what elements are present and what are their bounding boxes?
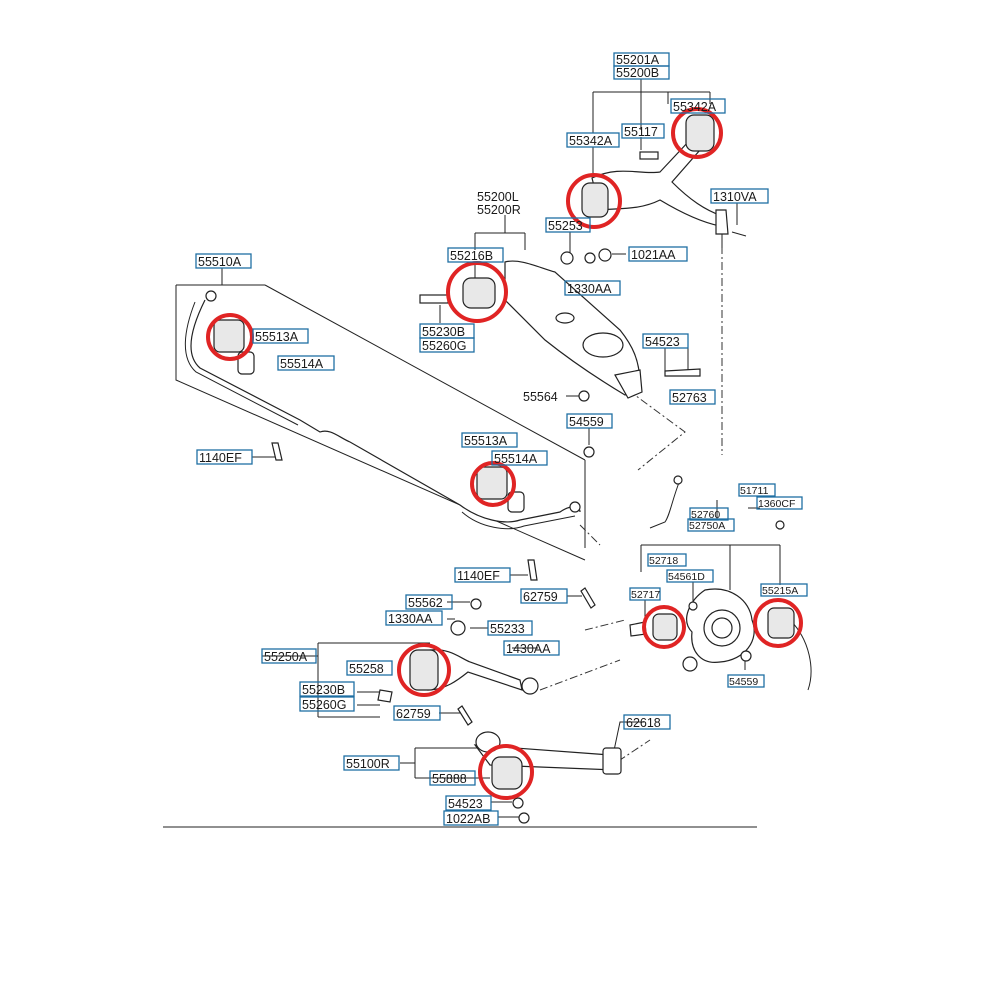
highlight-ring bbox=[671, 107, 723, 159]
part-label: 55260G bbox=[302, 698, 346, 712]
part-label: 55562 bbox=[408, 596, 443, 610]
highlight-ring bbox=[470, 461, 516, 507]
part-label: 55564 bbox=[523, 390, 558, 404]
part-label: 55253 bbox=[548, 219, 583, 233]
part-label: 52718 bbox=[649, 555, 678, 567]
part-label: 54561D bbox=[668, 571, 705, 583]
part-label: 55260G bbox=[422, 339, 466, 353]
highlight-ring bbox=[478, 744, 534, 800]
highlight-ring bbox=[446, 261, 508, 323]
highlight-ring bbox=[753, 598, 803, 648]
part-label: 1022AB bbox=[446, 812, 490, 826]
part-label: 52763 bbox=[672, 391, 707, 405]
part-label: 1021AA bbox=[631, 248, 676, 262]
bushings bbox=[213, 114, 795, 790]
part-label: 62759 bbox=[396, 707, 431, 721]
part-label: 54523 bbox=[645, 335, 680, 349]
leader-lines bbox=[175, 79, 781, 818]
part-label: 55888 bbox=[432, 772, 467, 786]
part-label: 55117 bbox=[624, 125, 658, 139]
part-label: 52717 bbox=[631, 589, 660, 601]
part-label: 55510A bbox=[198, 255, 242, 269]
highlight-rings bbox=[206, 107, 803, 800]
part-label: 55342A bbox=[673, 100, 717, 114]
part-label: 1330AA bbox=[567, 282, 612, 296]
part-label: 1330AA bbox=[388, 612, 433, 626]
part-label: 62759 bbox=[523, 590, 558, 604]
part-label: 51711 bbox=[740, 485, 769, 497]
part-label: 54559 bbox=[729, 676, 758, 688]
part-label: 55201A bbox=[616, 53, 660, 67]
part-label: 55250A bbox=[264, 650, 308, 664]
part-label: 62618 bbox=[626, 716, 661, 730]
part-label: 55514A bbox=[280, 357, 324, 371]
part-label: 54523 bbox=[448, 797, 483, 811]
part-label: 55513A bbox=[464, 434, 508, 448]
part-label: 1430AA bbox=[506, 642, 551, 656]
part-label: 55258 bbox=[349, 662, 384, 676]
part-label: 52760 bbox=[691, 509, 720, 521]
part-label: 55200L bbox=[477, 190, 519, 204]
part-label: 55342A bbox=[569, 134, 613, 148]
knuckle-assembly bbox=[629, 475, 812, 691]
part-label: 55200B bbox=[616, 66, 659, 80]
part-label: 1310VA bbox=[713, 190, 757, 204]
highlight-ring bbox=[566, 173, 622, 229]
part-label: 55233 bbox=[490, 622, 525, 636]
part-label: 55230B bbox=[302, 683, 345, 697]
lower-control-arm bbox=[419, 248, 701, 402]
part-label: 54559 bbox=[569, 415, 604, 429]
part-label: 1140EF bbox=[457, 569, 500, 583]
part-label: 55230B bbox=[422, 325, 465, 339]
part-label: 1360CF bbox=[758, 498, 795, 510]
part-label: 55514A bbox=[494, 452, 538, 466]
upper-control-arm bbox=[591, 139, 747, 248]
part-label: 55215A bbox=[762, 585, 798, 597]
highlight-ring bbox=[642, 605, 686, 649]
highlight-ring bbox=[206, 313, 254, 361]
part-label: 52750A bbox=[689, 520, 725, 532]
part-label: 55100R bbox=[346, 757, 390, 771]
part-label: 1140EF bbox=[199, 451, 242, 465]
part-label: 55200R bbox=[477, 203, 521, 217]
part-label: 55513A bbox=[255, 330, 299, 344]
callout-labels: 55201A 55200B 55342A 55117 55342A 1310VA… bbox=[195, 52, 808, 826]
reference-lines bbox=[539, 230, 723, 771]
highlight-ring bbox=[397, 643, 451, 697]
part-label: 55216B bbox=[450, 249, 493, 263]
